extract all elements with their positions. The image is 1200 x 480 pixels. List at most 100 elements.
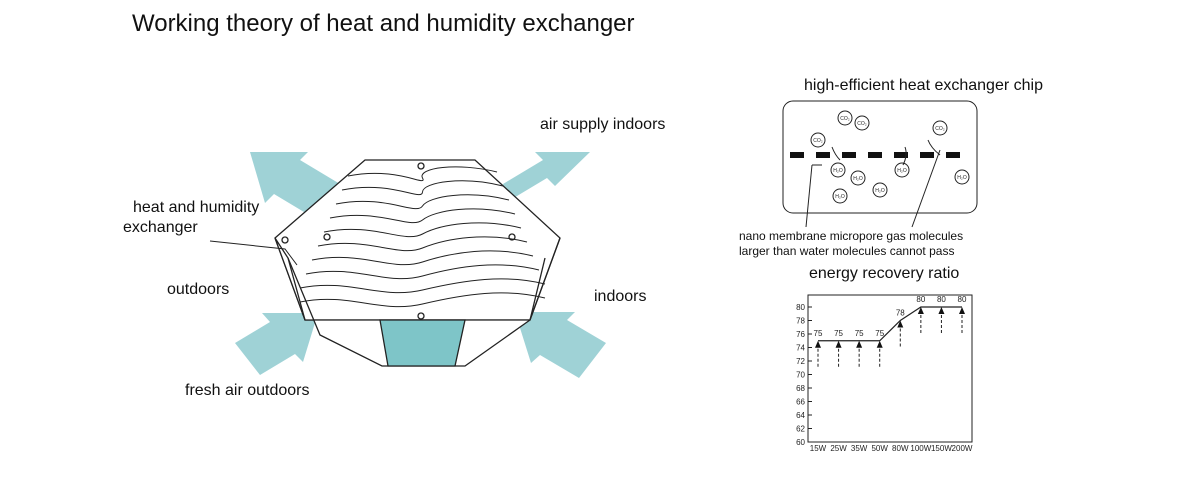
data-label: 78 [896, 309, 905, 318]
molecule-label: CO₂ [857, 121, 867, 127]
fresh-air-airflow-arrow [235, 313, 318, 375]
outdoors-label: outdoors [167, 281, 230, 298]
chart-title: energy recovery ratio [809, 265, 960, 282]
molecule-icon [872, 182, 888, 198]
y-tick-label: 66 [796, 398, 805, 407]
data-point-arrowhead [876, 340, 883, 348]
fin-line [299, 278, 546, 294]
data-label: 80 [937, 295, 946, 304]
molecule-icon [810, 132, 826, 148]
y-tick-label: 74 [796, 344, 805, 353]
mount-hole-icon [323, 233, 331, 241]
molecule-icon [837, 110, 853, 126]
y-tick-label: 76 [796, 330, 805, 339]
y-tick-label: 80 [796, 303, 805, 312]
x-tick-label: 150W [931, 444, 952, 453]
data-label: 75 [834, 329, 843, 338]
molecule-icon [850, 170, 866, 186]
micropore-pointer-line [805, 164, 813, 228]
chart-frame [807, 294, 973, 443]
y-tick-label: 70 [796, 371, 805, 380]
x-tick-label: 100W [910, 444, 931, 453]
membrane-segment [816, 152, 830, 158]
data-label: 75 [855, 329, 864, 338]
nano-membrane-layer [790, 152, 960, 158]
molecule-label: CO₂ [813, 138, 823, 144]
molecule-path-arrow [902, 146, 907, 166]
molecule-label: H₂O [875, 188, 885, 194]
exchanger-fin-lines [299, 166, 546, 308]
x-tick-label: 25W [830, 444, 847, 453]
x-tick-label: 200W [952, 444, 973, 453]
x-tick-label: 80W [892, 444, 909, 453]
data-point-arrowhead [917, 307, 924, 314]
fin-line [317, 236, 528, 252]
indoors-label: indoors [594, 288, 647, 305]
data-point-arrowhead [959, 307, 965, 314]
molecule-icon [832, 188, 848, 204]
molecule-icon [932, 120, 948, 136]
data-point-arrowhead [835, 340, 842, 348]
y-tick-label: 62 [796, 425, 805, 434]
exchanger-pointer-line [209, 240, 298, 266]
fin-line [323, 222, 522, 238]
data-point-arrowhead [897, 320, 904, 328]
x-tick-label: 35W [851, 444, 868, 453]
series-line [818, 306, 962, 342]
data-label: 80 [916, 295, 925, 304]
molecule-label: CO₂ [840, 116, 850, 122]
data-label: 75 [875, 329, 884, 338]
x-tick-label: 15W [810, 444, 827, 453]
molecule-label: H₂O [835, 194, 845, 200]
exchanger-label-line2: exchanger [123, 219, 198, 236]
chip-title: high-efficient heat exchanger chip [804, 77, 1043, 94]
y-tick-label: 68 [796, 384, 805, 393]
fresh-air-outdoors-label: fresh air outdoors [185, 382, 310, 399]
molecule-label: CO₂ [935, 126, 945, 132]
y-tick-label: 64 [796, 411, 805, 420]
fin-line [329, 208, 516, 224]
molecule-label: H₂O [897, 168, 907, 174]
membrane-segment [868, 152, 882, 158]
membrane-segment [790, 152, 804, 158]
fin-line [347, 166, 498, 182]
chip-caption-line1: nano membrane micropore gas molecules [739, 229, 964, 243]
data-point-arrowhead [938, 307, 945, 314]
x-tick-label: 50W [871, 444, 888, 453]
page-title: Working theory of heat and humidity exch… [132, 10, 635, 37]
y-tick-label: 72 [796, 357, 805, 366]
data-point-arrowhead [815, 340, 821, 348]
data-label: 80 [958, 295, 967, 304]
y-tick-label: 60 [796, 438, 805, 447]
molecule-icon [854, 115, 870, 131]
molecule-label: H₂O [957, 175, 967, 181]
molecule-label: H₂O [833, 168, 843, 174]
gas-molecule-pointer-line [911, 149, 941, 228]
mount-hole-icon [281, 236, 289, 244]
membrane-segment [920, 152, 934, 158]
return-indoor-airflow-arrow [515, 312, 606, 378]
fin-line [341, 180, 504, 196]
fin-line [299, 292, 546, 308]
chip-frame [782, 100, 978, 214]
fin-line [305, 264, 540, 280]
mount-hole-icon [508, 233, 516, 241]
fin-line [311, 250, 534, 266]
membrane-segment [894, 152, 908, 158]
molecule-icon [830, 162, 846, 178]
fin-line [335, 194, 510, 210]
air-supply-indoors-label: air supply indoors [540, 116, 666, 133]
membrane-segment [946, 152, 960, 158]
exchanger-label-line1: heat and humidity [133, 199, 260, 216]
mount-hole-icon [417, 312, 425, 320]
molecule-path-arrow [831, 146, 841, 161]
molecule-label: H₂O [853, 176, 863, 182]
supply-indoor-airflow-arrow [503, 152, 590, 202]
y-tick-label: 78 [796, 317, 805, 326]
heat-exchanger-core [274, 159, 561, 367]
chip-caption-line2: larger than water molecules cannot pass [739, 244, 955, 258]
membrane-segment [842, 152, 856, 158]
data-label: 75 [814, 329, 823, 338]
